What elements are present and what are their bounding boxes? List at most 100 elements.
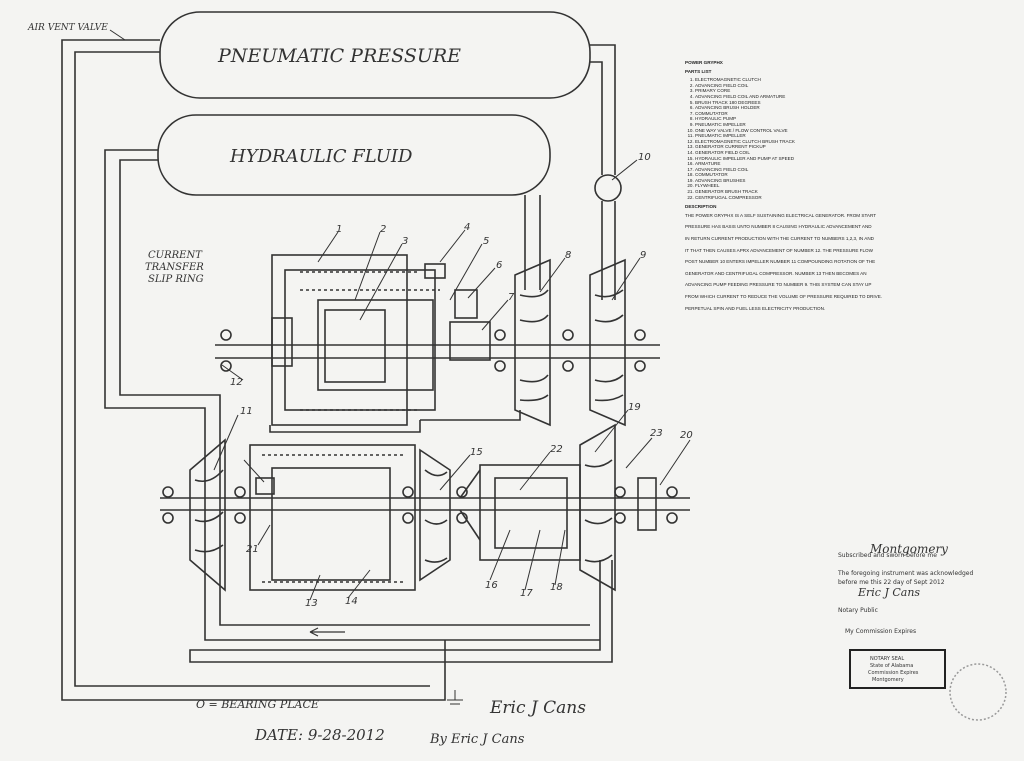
upper-pipe-loop [269, 410, 521, 433]
bearing [456, 486, 468, 498]
parts-list-item: ONE WAY VALVE / FLOW CONTROL VALVE [695, 128, 985, 134]
part-number: 13 [305, 598, 318, 609]
impeller-11-blades [194, 469, 224, 553]
parts-list-item: CENTRIFUGAL COMPRESSOR [695, 195, 985, 201]
motor-armature [494, 477, 568, 549]
brush-6-lower [255, 477, 275, 495]
stamp-line-1: NOTARY SEAL [870, 656, 904, 662]
bearing [494, 360, 506, 372]
part-number: 21 [246, 544, 259, 555]
upper-core [324, 309, 386, 383]
parts-list-item: GENERATOR FIELD COIL [695, 150, 985, 156]
parts-list-item: PNEUMATIC IMPELLER [695, 133, 985, 139]
part-number: 8 [565, 250, 571, 261]
part-number: 3 [402, 236, 408, 247]
impeller-9-blades [594, 289, 624, 402]
parts-list-item: ADVANCING FIELD COIL AND ARMATURE [695, 94, 985, 100]
notary-block: Subscribed and sworn before me Montgomer… [837, 542, 973, 635]
part-number: 1 [336, 224, 342, 235]
impeller-11 [189, 438, 226, 592]
slip-ring-hatch [271, 317, 293, 367]
notary-line-7: My Commission Expires [845, 628, 916, 635]
description-line: POST NUMBER 10 ENTERS IMPELLER NUMBER 11… [685, 259, 876, 265]
parts-panel: POWER GRYPHX PARTS LIST ELECTROMAGNETIC … [685, 60, 985, 317]
slip-ring-label-2: TRANSFER [145, 262, 204, 273]
part-number: 22 [550, 444, 563, 455]
air-pipe-right-inner [590, 61, 603, 175]
description-line: PRESSURE HAS BASIS UNTO NUMBER 8 CAUSING… [685, 224, 872, 230]
bearing [234, 486, 246, 498]
leader-lines [213, 159, 691, 601]
lower-coil-dots [262, 454, 405, 583]
bearing [562, 360, 574, 372]
flow-arrow [309, 627, 345, 637]
part-number: 15 [470, 447, 483, 458]
motor-housing [479, 464, 581, 561]
part-number-labels: 1 2 3 4 5 6 7 8 9 10 11 12 13 14 15 16 1… [230, 152, 693, 609]
notary-line-5: Eric J Cans [857, 586, 920, 599]
part-number: 18 [550, 582, 563, 593]
bearing [614, 512, 626, 524]
upper-shaft [215, 344, 660, 359]
bearing [456, 512, 468, 524]
notary-seal [949, 663, 1007, 721]
bearing [562, 329, 574, 341]
notary-stamp-box [849, 649, 946, 689]
air-valve-label: AIR VENT VALVE [27, 23, 108, 33]
lower-shaft [160, 497, 690, 511]
lower-housing [249, 444, 416, 591]
notary-line-1: Subscribed and sworn before me [838, 552, 937, 559]
lower-armature [271, 467, 391, 581]
parts-list-item: HYDRAULIC IMPELLER AND PUMP AT SPEED [695, 156, 985, 162]
bearing [634, 329, 646, 341]
parts-list-item: ELECTROMAGNETIC CLUTCH BRUSH TRACK [695, 139, 985, 145]
part-number: 19 [628, 402, 641, 413]
parts-list-item: GENERATOR BRUSH TRACK [695, 189, 985, 195]
notary-stamp: NOTARY SEAL State of Alabama Commission … [849, 649, 946, 689]
impeller-8 [514, 258, 551, 427]
notary-line-6: Notary Public [838, 607, 878, 614]
parts-list-item: COMMUTATOR [695, 111, 985, 117]
bearing [666, 486, 678, 498]
motor-pipe [459, 469, 481, 541]
description-line: THE POWER GRYPHX IS A SELF SUSTAINING EL… [685, 212, 877, 218]
bearing [402, 512, 414, 524]
stamp-line-3: Commission Expires [868, 670, 919, 676]
parts-list-item: PNEUMATIC IMPELLER [695, 122, 985, 128]
parts-list-heading: PARTS LIST [685, 68, 712, 74]
part-number: 4 [464, 222, 470, 233]
bearing [614, 486, 626, 498]
part-number: 23 [650, 428, 663, 439]
description-line: IN RETURN CURRENT PRODUCTION WITH THE CU… [685, 236, 874, 242]
notary-line-4: before me this 22 day of Sept 2012 [838, 579, 945, 586]
parts-list-item: ELECTROMAGNETIC CLUTCH [695, 77, 985, 83]
valve-10 [594, 174, 622, 202]
bearings [162, 329, 678, 524]
description: THE POWER GRYPHX IS A SELF SUSTAINING EL… [685, 213, 985, 311]
hydraulic-pipe-left [104, 149, 600, 641]
brush-4 [424, 263, 446, 279]
notary-line-2: Montgomery [869, 542, 948, 556]
notary-line-3: The foregoing instrument was acknowledge… [837, 570, 973, 577]
air-pipe-left [61, 39, 446, 701]
description-line: FROM WHICH CURRENT TO REDUCE THE VOLUME … [685, 294, 883, 299]
parts-list-item: FLYWHEEL [695, 183, 985, 189]
bearing [634, 360, 646, 372]
description-heading: DESCRIPTION [685, 204, 717, 210]
bearing [666, 512, 678, 524]
parts-list-item: ADVANCING BRUSH HOLDER [695, 105, 985, 111]
air-pipe-left-inner [74, 51, 430, 687]
parts-list-item: ADVANCING BRUSHES [695, 178, 985, 184]
description-line: IT THAT THEN CAUSES APRX ADVANCEMENT OF … [685, 247, 873, 253]
impeller-15-blades [424, 469, 448, 563]
parts-list-item: ADVANCING FIELD COIL [695, 167, 985, 173]
ground-symbol [447, 690, 463, 705]
hydraulic-tank [157, 114, 551, 196]
commutator-6 [454, 289, 478, 319]
description-line: GENERATOR AND CENTRIFUGAL COMPRESSOR. NU… [685, 270, 867, 276]
part-number: 16 [485, 580, 498, 591]
bearing [162, 512, 174, 524]
pneumatic-tank [159, 11, 591, 99]
slip-ring-label-3: SLIP RING [148, 274, 204, 285]
